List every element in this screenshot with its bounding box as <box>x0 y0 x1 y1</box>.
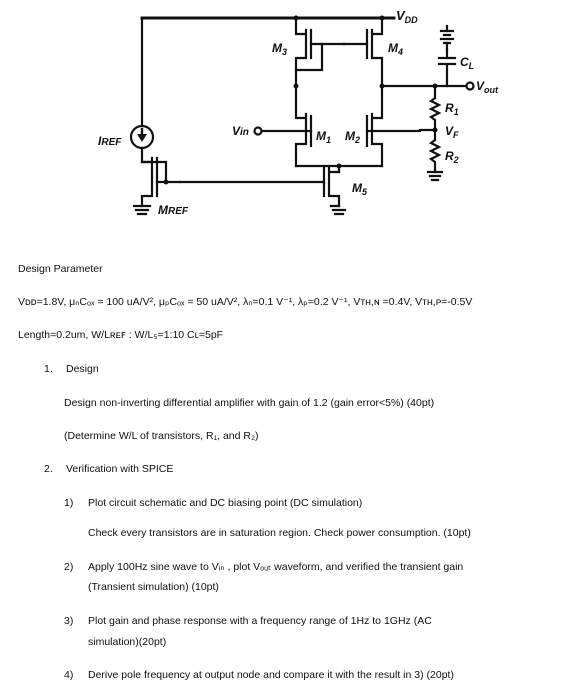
subitem-4-number: 4) <box>64 669 74 681</box>
subitem-1-line-1: 1) Plot circuit schematic and DC biasing … <box>0 496 582 510</box>
subitem-4-text: Derive pole frequency at output node and… <box>88 669 454 681</box>
label-r1: R1 <box>445 101 459 117</box>
subitem-3-line-2: simulation)(20pt) <box>88 636 167 648</box>
param-line-1: Vᴅᴅ=1.8V, μₙCₒₓ = 100 uA/V², μₚCₒₓ = 50 … <box>18 296 473 308</box>
item-1-line-1: Design non-inverting differential amplif… <box>64 397 435 409</box>
subitem-3-text: Plot gain and phase response with a freq… <box>88 615 432 627</box>
label-m4: M4 <box>388 41 403 57</box>
section-heading: Design Parameter <box>18 263 103 275</box>
circuit-schematic: VDD M3 M4 CL Vout R1 VF R2 IREF Vin M1 M… <box>98 8 499 217</box>
label-r2: R2 <box>445 149 459 165</box>
item-2-title-text: Verification with SPICE <box>66 463 174 475</box>
subitem-1-text: Plot circuit schematic and DC biasing po… <box>88 497 363 509</box>
label-vout: Vout <box>476 79 499 95</box>
label-m5: M5 <box>352 181 368 197</box>
param-line-2: Length=0.2um, W/Lʀᴇꜰ : W/L₅=1:10 Cʟ=5pF <box>18 329 224 341</box>
subitem-2-text: Apply 100Hz sine wave to Vᵢₙ , plot Vₒᵤₜ… <box>88 561 464 573</box>
label-vin: Vin <box>232 124 249 138</box>
subitem-2-line-1: 2) Apply 100Hz sine wave to Vᵢₙ , plot Vₒ… <box>0 560 582 574</box>
subitem-3-number: 3) <box>64 615 74 627</box>
label-mref: MREF <box>158 203 189 217</box>
label-cl: CL <box>460 55 474 71</box>
label-vdd: VDD <box>396 8 418 25</box>
item-2-number: 2. <box>44 463 53 475</box>
label-vf: VF <box>445 124 459 140</box>
label-m1: M1 <box>316 129 331 145</box>
label-m2: M2 <box>345 129 360 145</box>
label-m3: M3 <box>272 41 287 57</box>
subitem-3-line-1: 3) Plot gain and phase response with a fr… <box>0 614 582 628</box>
subitem-1-number: 1) <box>64 497 74 509</box>
subitem-2-number: 2) <box>64 561 74 573</box>
item-2-title: 2. Verification with SPICE <box>0 462 582 476</box>
item-1-line-2: (Determine W/L of transistors, R₁, and R… <box>64 430 259 442</box>
item-1-number: 1. <box>44 363 53 375</box>
item-1-title: 1. Design <box>0 362 582 376</box>
subitem-2-line-2: (Transient simulation) (10pt) <box>88 581 219 593</box>
subitem-4-line-1: 4) Derive pole frequency at output node a… <box>0 668 582 682</box>
label-iref: IREF <box>98 134 122 148</box>
item-1-title-text: Design <box>66 363 99 375</box>
subitem-1-line-2: Check every transistors are in saturatio… <box>88 527 471 539</box>
